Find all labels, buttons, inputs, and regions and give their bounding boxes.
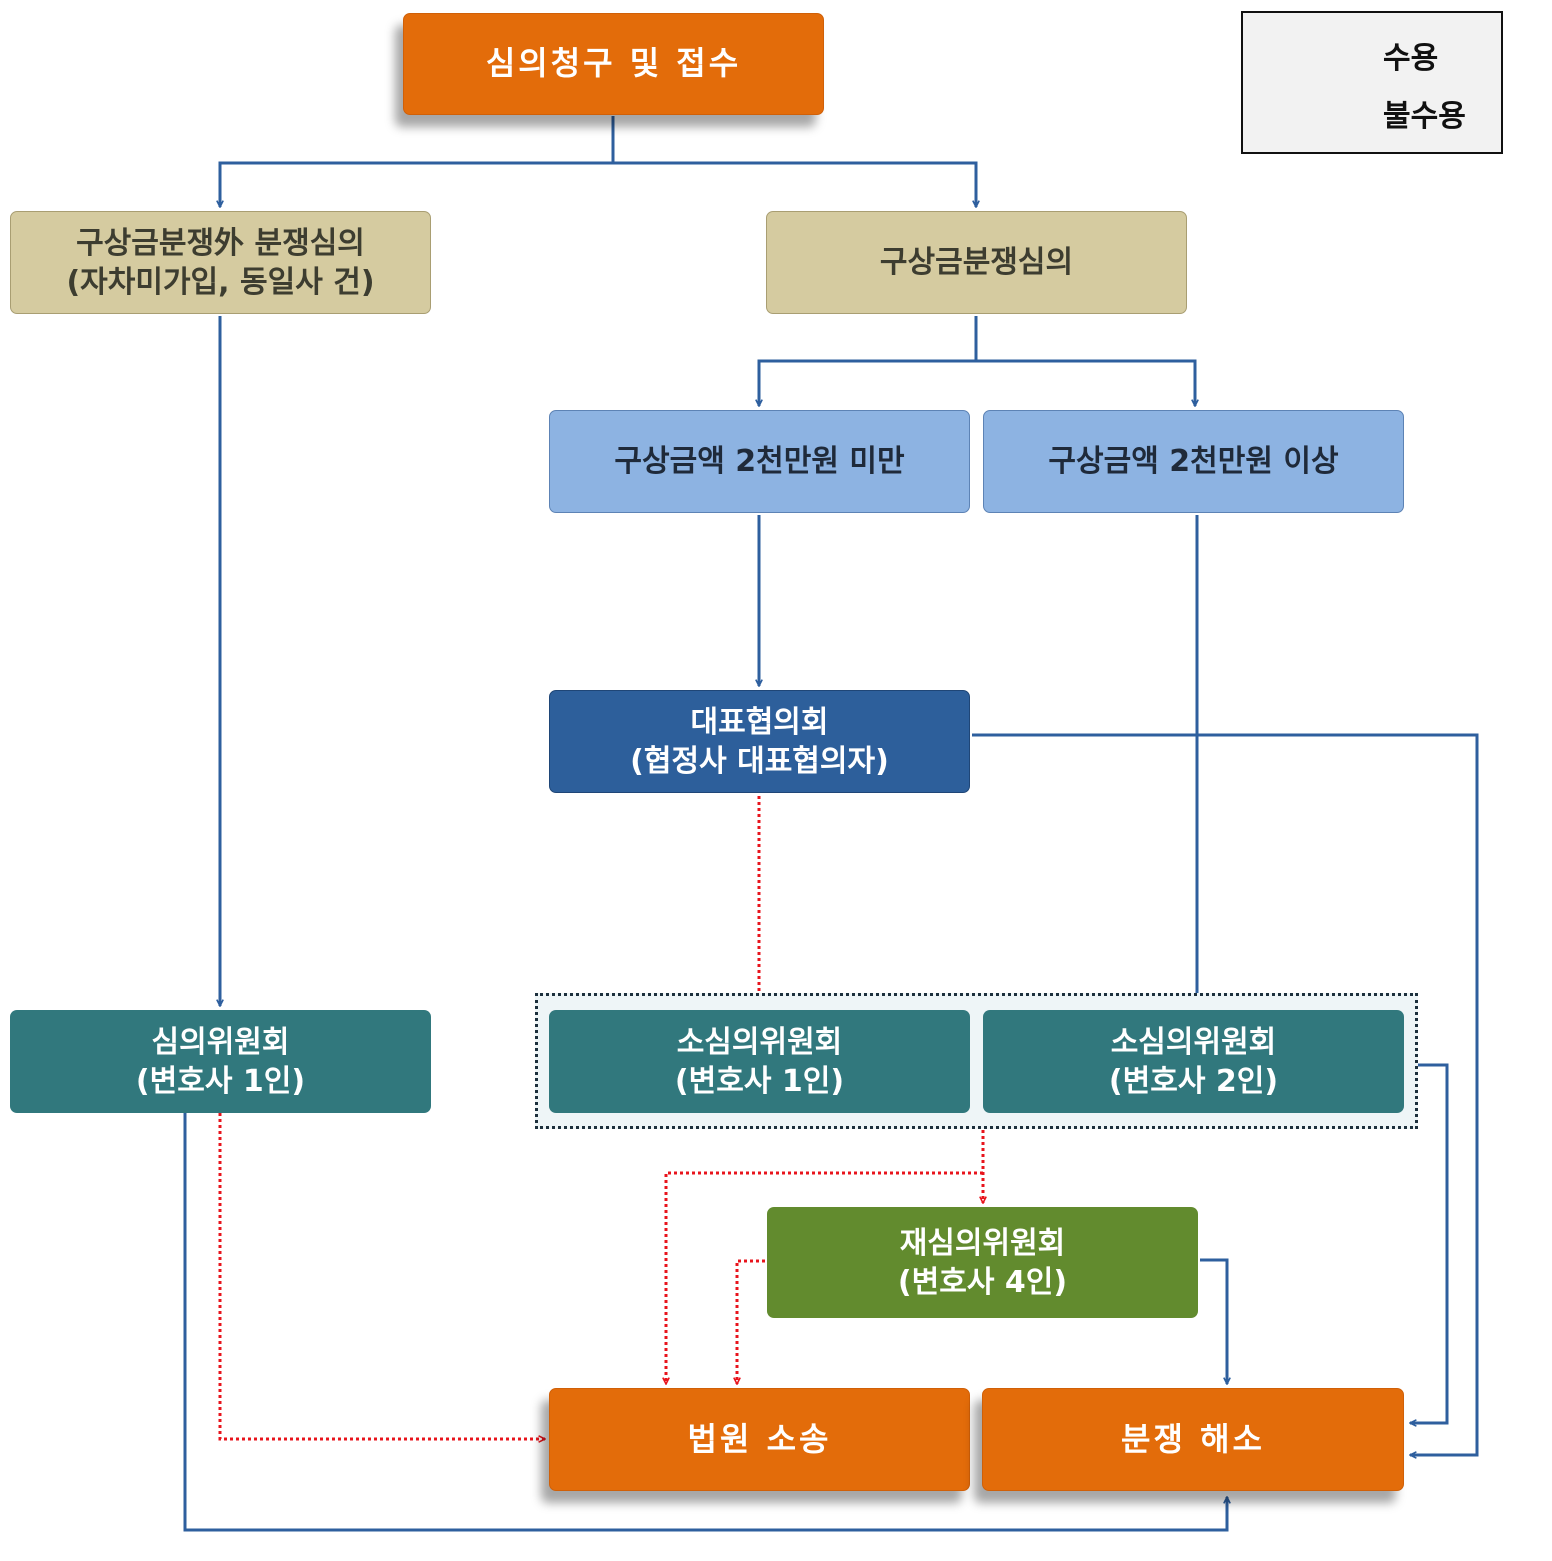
non-subrogation-review-line1: 구상금분쟁外 분쟁심의 xyxy=(76,225,365,261)
subrogation-review-node: 구상금분쟁심의 xyxy=(766,211,1187,314)
legend: 수용 불수용 xyxy=(1241,11,1503,154)
connector-sub-split-right xyxy=(976,359,1195,406)
dispute-resolved-node: 분쟁 해소 xyxy=(982,1388,1404,1491)
connector-top-split-right xyxy=(613,161,976,207)
sub-committee-1-node: 소심의위원회 (변호사 1인) xyxy=(549,1010,970,1113)
non-subrogation-review-node: 구상금분쟁外 분쟁심의 (자차미가입, 동일사 건) xyxy=(10,211,431,314)
representative-council-line2: (협정사 대표협의자) xyxy=(630,743,889,779)
amount-over-label: 구상금액 2천만원 이상 xyxy=(1048,444,1339,479)
representative-council-line1: 대표협의회 xyxy=(690,704,829,740)
review-committee-line2: (변호사 1인) xyxy=(135,1063,306,1099)
amount-over-node: 구상금액 2천만원 이상 xyxy=(983,410,1404,513)
legend-accept-label: 수용 xyxy=(1383,41,1439,76)
connector-council-to-resolved xyxy=(972,733,1479,1455)
re-review-committee-node: 재심의위원회 (변호사 4인) xyxy=(767,1207,1198,1318)
connector-rereview-to-resolved xyxy=(1200,1258,1227,1384)
review-request-node: 심의청구 및 접수 xyxy=(403,13,824,115)
connector-rereview-to-lawsuit xyxy=(737,1259,765,1384)
connector-sub-split xyxy=(759,316,978,406)
review-committee-line1: 심의위원회 xyxy=(151,1024,290,1060)
non-subrogation-review-line2: (자차미가입, 동일사 건) xyxy=(66,264,375,300)
subrogation-review-label: 구상금분쟁심의 xyxy=(879,245,1074,280)
connector-subcommittee-to-resolved xyxy=(1410,1063,1449,1423)
representative-council-node: 대표협의회 (협정사 대표협의자) xyxy=(549,690,970,793)
sub-committee-1-line2: (변호사 1인) xyxy=(674,1063,845,1099)
sub-committee-2-line1: 소심의위원회 xyxy=(1110,1024,1277,1060)
lawsuit-label: 법원 소송 xyxy=(687,1419,832,1458)
connector-committee-to-lawsuit xyxy=(218,1113,545,1439)
connector-top-split xyxy=(220,116,615,207)
re-review-committee-line1: 재심의위원회 xyxy=(899,1225,1066,1261)
dispute-resolved-label: 분쟁 해소 xyxy=(1121,1419,1265,1458)
legend-reject-label: 불수용 xyxy=(1383,99,1466,134)
lawsuit-node: 법원 소송 xyxy=(549,1388,970,1491)
connector-subcommittee-to-lawsuit xyxy=(666,1171,983,1384)
re-review-committee-line2: (변호사 4인) xyxy=(897,1264,1068,1300)
sub-committee-2-line2: (변호사 2인) xyxy=(1108,1063,1279,1099)
connector-committee-to-resolved xyxy=(183,1113,1227,1532)
amount-under-label: 구상금액 2천만원 미만 xyxy=(614,444,905,479)
review-request-label: 심의청구 및 접수 xyxy=(485,44,742,83)
sub-committee-1-line1: 소심의위원회 xyxy=(676,1024,843,1060)
amount-under-node: 구상금액 2천만원 미만 xyxy=(549,410,970,513)
sub-committee-2-node: 소심의위원회 (변호사 2인) xyxy=(983,1010,1404,1113)
review-committee-node: 심의위원회 (변호사 1인) xyxy=(10,1010,431,1113)
